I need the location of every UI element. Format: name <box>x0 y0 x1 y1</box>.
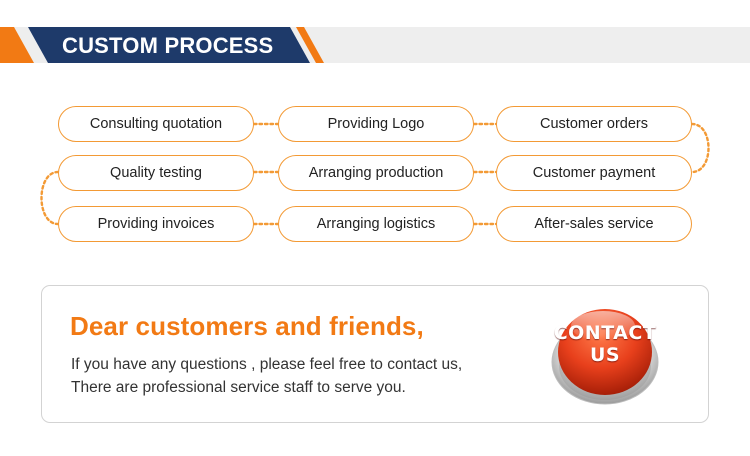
contact-button-label-line-2: US <box>589 344 621 366</box>
contact-button-label-line-1: CONTACT <box>553 322 657 344</box>
step-label: Providing Logo <box>327 116 425 132</box>
banner-title-background <box>28 27 310 63</box>
step-providing-invoices: Providing invoices <box>58 206 254 242</box>
process-connectors <box>40 122 710 226</box>
process-flow: Consulting quotation Providing Logo Cust… <box>40 106 710 242</box>
step-providing-logo: Providing Logo <box>278 106 474 142</box>
contact-message-line-2: There are professional service staff to … <box>71 379 406 396</box>
connector-6-7 <box>40 170 60 226</box>
banner-right-accent <box>296 27 324 63</box>
step-arranging-logistics: Arranging logistics <box>278 206 474 242</box>
step-label: Providing invoices <box>97 216 215 232</box>
step-label: After-sales service <box>534 216 654 232</box>
step-label: Quality testing <box>110 165 202 181</box>
step-customer-payment: Customer payment <box>496 155 692 191</box>
contact-message-line-1: If you have any questions , please feel … <box>71 356 463 373</box>
step-label: Consulting quotation <box>89 116 223 132</box>
step-consulting-quotation: Consulting quotation <box>58 106 254 142</box>
greeting-heading: Dear customers and friends, <box>70 311 424 341</box>
contact-us-button[interactable]: CONTACT US <box>551 300 659 408</box>
step-label: Arranging production <box>308 165 444 181</box>
contact-us-button-icon <box>551 309 659 405</box>
step-label: Arranging logistics <box>316 216 436 232</box>
banner-graphic <box>0 27 324 63</box>
step-arranging-production: Arranging production <box>278 155 474 191</box>
banner-left-accent <box>0 27 34 63</box>
step-label: Customer orders <box>540 116 648 132</box>
step-after-sales-service: After-sales service <box>496 206 692 242</box>
page-title: CUSTOM PROCESS <box>62 33 274 58</box>
step-label: Customer payment <box>532 165 656 181</box>
connector-3-4 <box>690 122 710 174</box>
header-banner: CUSTOM PROCESS <box>0 0 750 90</box>
step-customer-orders: Customer orders <box>496 106 692 142</box>
step-quality-testing: Quality testing <box>58 155 254 191</box>
